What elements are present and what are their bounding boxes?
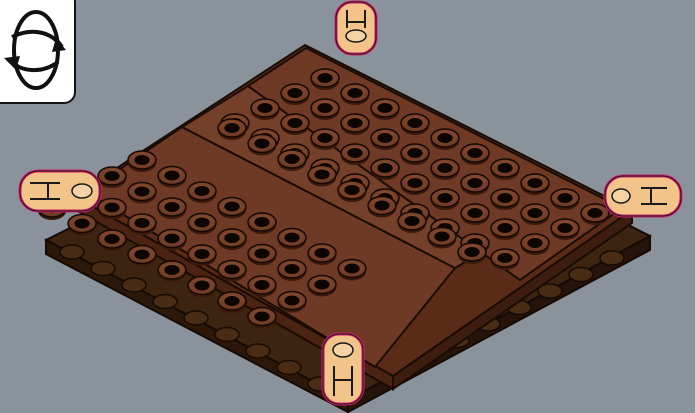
rotate-view-icon <box>0 0 78 106</box>
handle-top[interactable] <box>336 2 376 54</box>
rotate-view-button[interactable] <box>0 0 76 104</box>
handle-right[interactable] <box>605 176 681 216</box>
handle-bottom[interactable] <box>323 334 363 404</box>
handle-left[interactable] <box>20 171 100 211</box>
